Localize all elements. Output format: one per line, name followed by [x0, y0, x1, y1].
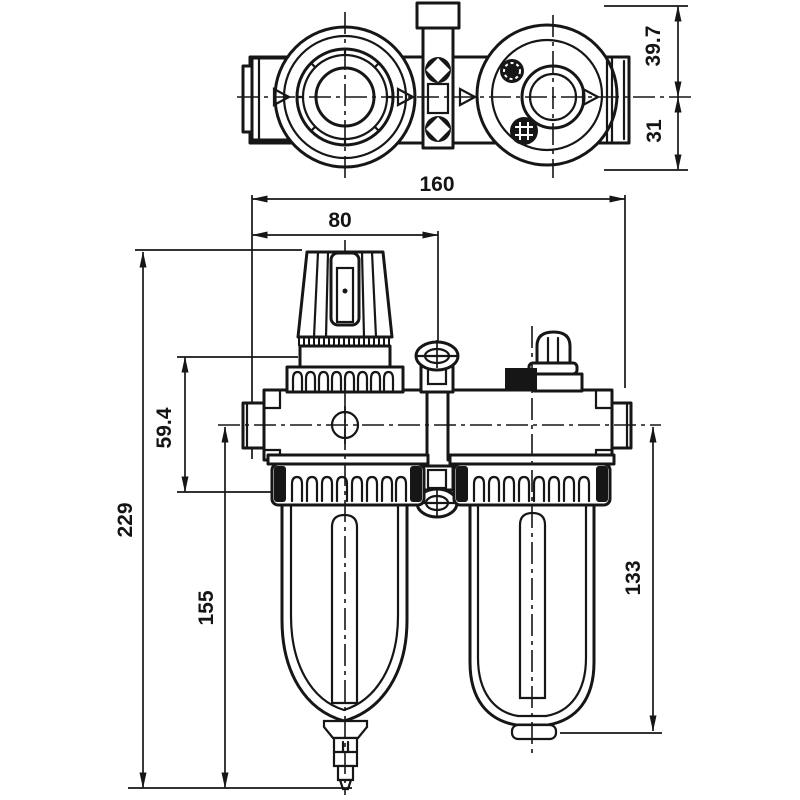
dimension-155: 155: [195, 426, 229, 789]
bonnet-spline-ring: [285, 365, 405, 394]
lubricator-block: [505, 368, 537, 391]
knob-flange: [298, 344, 392, 369]
dimension-80: 80: [251, 209, 439, 341]
dimension-133: 133: [560, 426, 662, 734]
filter-bowl-collar: [266, 453, 430, 507]
dimension-229: 229: [114, 249, 352, 789]
dim-label-229: 229: [114, 502, 137, 537]
top-view: [237, 1, 692, 182]
dimension-31: 31: [643, 96, 682, 171]
front-view: [218, 240, 661, 795]
adjust-screw-icon: [510, 117, 538, 145]
flow-arrows: [272, 87, 601, 107]
top-mounting-bracket: [415, 1, 461, 150]
dim-label-80: 80: [328, 209, 351, 232]
dim-label-155: 155: [195, 590, 218, 625]
clamp-bracket: [414, 340, 460, 519]
dim-label-31: 31: [643, 119, 666, 143]
regulator-knob: [285, 250, 405, 394]
top-outlet-port: [605, 55, 626, 145]
bowl-nub: [510, 723, 558, 741]
dim-label-39-7: 39.7: [642, 26, 665, 67]
oil-fill-cap: [505, 330, 584, 393]
dim-label-133: 133: [622, 560, 645, 595]
dim-label-160: 160: [419, 173, 454, 196]
dim-label-59-4: 59.4: [153, 407, 176, 448]
dimension-39-7: 39.7: [604, 5, 688, 171]
